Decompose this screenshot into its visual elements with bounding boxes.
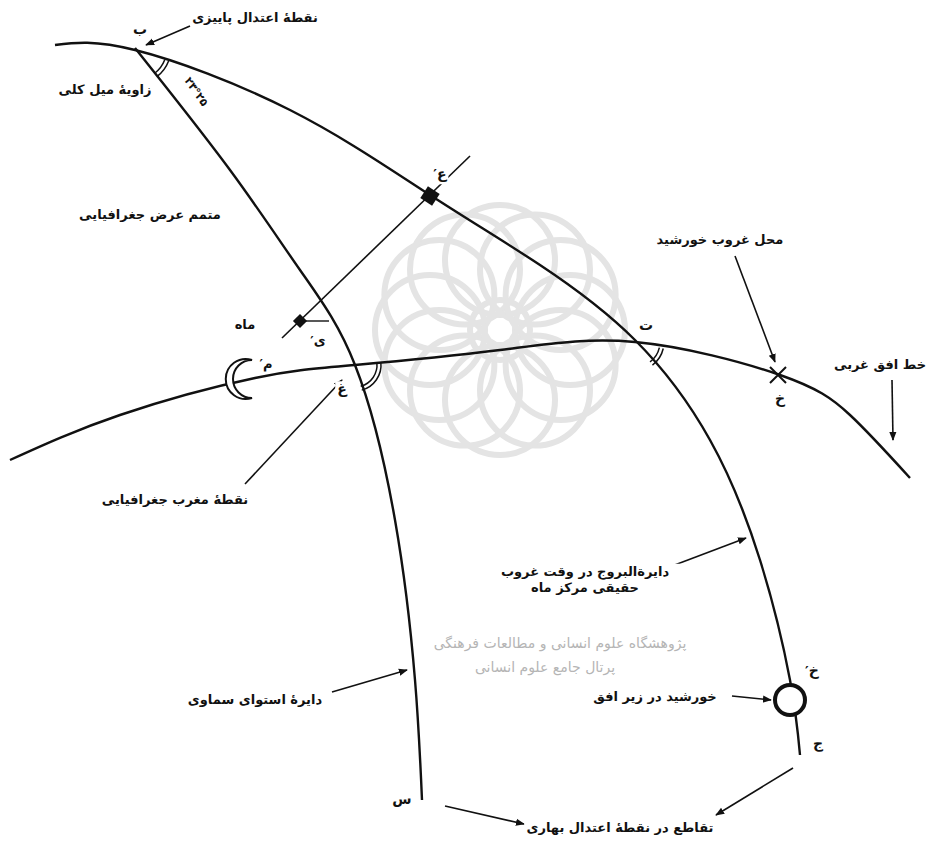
- angle-marks: [155, 59, 805, 715]
- watermark-petal: [480, 214, 590, 324]
- watermark-petal: [480, 336, 590, 446]
- great-circles: [10, 43, 910, 800]
- point-letter: خ: [773, 391, 787, 409]
- pointer-arrow: [735, 256, 775, 362]
- point-label: نقطهٔ اعتدال پاییزی: [190, 10, 320, 26]
- watermark-rosette: [375, 205, 625, 455]
- ecliptic-circle: [55, 43, 800, 755]
- callout-label: دایرةالبروج در وقت غروب حقیقی مرکز ماه: [478, 564, 692, 597]
- pointer-arrow: [672, 538, 746, 566]
- equator-circle: [135, 48, 422, 800]
- callout-label: دایرهٔ استوای سماوی: [186, 692, 324, 708]
- watermark-petal: [506, 240, 616, 350]
- point-letter: ج: [811, 735, 825, 753]
- watermark-petal: [410, 214, 520, 324]
- callout-label: تقاطع در نقطهٔ اعتدال بهاری: [525, 820, 716, 836]
- pointer-arrow: [146, 26, 190, 45]
- angle-label: زاویهٔ میل کلی: [57, 82, 154, 98]
- point-letter: س: [390, 791, 413, 809]
- callout-label: محل غروب خورشید: [655, 232, 786, 248]
- sunset-point: [770, 367, 786, 383]
- right-angle-mark: [420, 186, 439, 205]
- pointer-arrow: [445, 806, 524, 824]
- sun-symbol: [775, 685, 805, 715]
- point-letter: غ: [335, 381, 349, 399]
- angle-value: ۲۳°۲۵: [180, 73, 212, 111]
- angle-arc: [652, 349, 663, 366]
- pointer-arrow: [732, 696, 771, 700]
- watermark-petal: [384, 310, 494, 420]
- callout-label: نقطهٔ مغرب جغرافیایی: [100, 492, 250, 508]
- watermark-text: پژوهشگاه علوم انسانی و مطالعات فرهنگی: [432, 635, 689, 653]
- point-letter: ب: [131, 21, 149, 39]
- body-label: ماه: [233, 317, 258, 333]
- pointer-arrow: [716, 768, 793, 815]
- point-letter: ع′: [431, 166, 448, 184]
- moon-crescent: [226, 359, 252, 399]
- point-letter: ی′: [308, 333, 327, 349]
- watermark-petal: [384, 240, 494, 350]
- perpendicular-line: [282, 156, 470, 338]
- pointer-arrow: [892, 380, 893, 440]
- pointer-arrow: [332, 670, 407, 692]
- angle-arc: [362, 362, 381, 390]
- watermark-petal: [506, 310, 616, 420]
- point-letter: خ′: [803, 663, 821, 681]
- arc-label: متمم عرض جغرافیایی: [77, 207, 223, 223]
- watermark-petal: [410, 336, 520, 446]
- pointer-arrows: [146, 26, 893, 824]
- pointer-arrow: [245, 380, 342, 484]
- right-angle-mark: [293, 314, 307, 328]
- point-letter: م′: [258, 356, 275, 372]
- callout-label: خط افق غربی: [832, 357, 928, 373]
- point-letter: ت: [637, 317, 655, 335]
- watermark-text: پرتال جامع علوم انسانی: [473, 659, 617, 677]
- callout-label: خورشید در زیر افق: [591, 689, 718, 705]
- angle-arc: [157, 61, 168, 76]
